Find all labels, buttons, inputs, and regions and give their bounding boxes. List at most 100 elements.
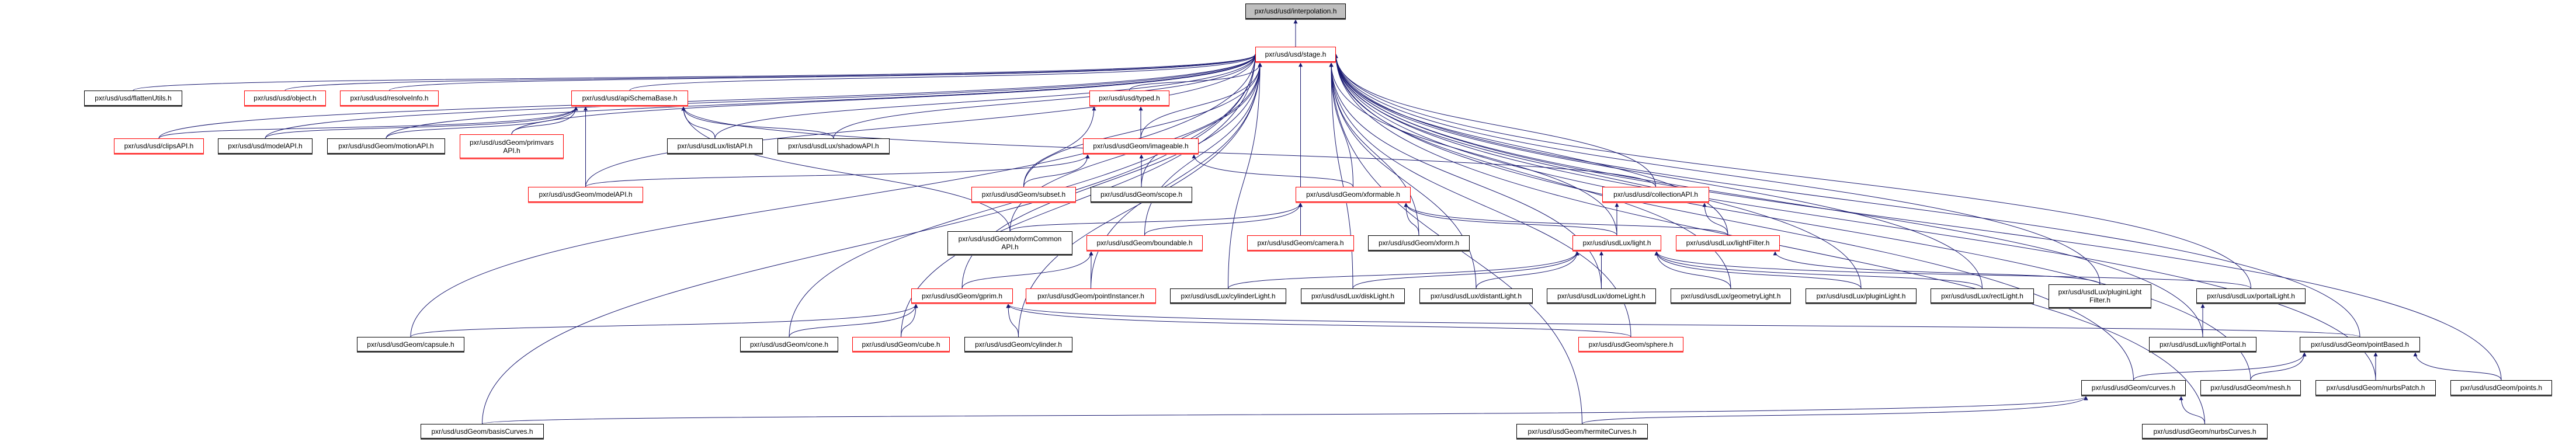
edge-subset-to-stage [1023, 62, 1262, 187]
node-hermite-curves[interactable]: pxr/usd/usdGeom/hermiteCurves.h [1516, 424, 1648, 438]
node-subset[interactable]: pxr/usd/usdGeom/subset.h [971, 187, 1076, 202]
edge-diskLight-to-light [1352, 251, 1579, 289]
edge-lightFilter-to-xformable [1404, 203, 1728, 236]
node-label: pxr/usd/usdLux/pluginLight Filter.h [2058, 288, 2142, 304]
edge-flattenUtils-to-stage [133, 54, 1258, 91]
node-cylinder-light[interactable]: pxr/usd/usdLux/cylinderLight.h [1170, 288, 1286, 303]
node-disk-light[interactable]: pxr/usd/usdLux/diskLight.h [1301, 288, 1405, 303]
node-geometry-light[interactable]: pxr/usd/usdLux/geometryLight.h [1671, 288, 1791, 303]
node-primvars-a-p-i[interactable]: pxr/usd/usdGeom/primvars API.h [460, 134, 564, 158]
edge-capsule-to-stage [410, 54, 1258, 337]
node-points[interactable]: pxr/usd/usdGeom/points.h [2450, 380, 2552, 395]
node-geom-model-a-p-i[interactable]: pxr/usd/usdGeom/modelAPI.h [528, 187, 643, 202]
node-label: pxr/usd/usd/stage.h [1265, 50, 1327, 58]
node-usd-model-a-p-i[interactable]: pxr/usd/usd/modelAPI.h [218, 138, 313, 154]
node-boundable[interactable]: pxr/usd/usdGeom/boundable.h [1086, 235, 1203, 250]
node-camera[interactable]: pxr/usd/usdGeom/camera.h [1247, 235, 1354, 250]
edge-imageable-to-stage [1140, 62, 1262, 139]
node-stage[interactable]: pxr/usd/usd/stage.h [1255, 47, 1336, 62]
node-light-filter[interactable]: pxr/usd/usdLux/lightFilter.h [1676, 235, 1780, 250]
node-basis-curves[interactable]: pxr/usd/usdGeom/basisCurves.h [421, 424, 544, 438]
node-label: pxr/usd/usdGeom/sphere.h [1588, 340, 1674, 349]
node-clips-a-p-i[interactable]: pxr/usd/usd/clipsAPI.h [114, 138, 204, 154]
node-plugin-light-filter[interactable]: pxr/usd/usdLux/pluginLight Filter.h [2049, 284, 2151, 308]
edge-basisCurves-to-stage [482, 54, 1258, 424]
node-sphere[interactable]: pxr/usd/usdGeom/sphere.h [1578, 337, 1683, 351]
edge-clipsAPI-to-stage [158, 54, 1258, 139]
node-flatten-utils[interactable]: pxr/usd/usd/flattenUtils.h [84, 91, 182, 106]
node-gprim[interactable]: pxr/usd/usdGeom/gprim.h [911, 288, 1013, 303]
node-xform[interactable]: pxr/usd/usdGeom/xform.h [1368, 235, 1470, 250]
node-motion-a-p-i[interactable]: pxr/usd/usdGeom/motionAPI.h [327, 138, 445, 154]
node-label: pxr/usd/usdLux/diskLight.h [1311, 291, 1395, 300]
edge-object-to-stage [284, 54, 1258, 91]
edge-boundable-to-stage [1144, 62, 1262, 236]
node-portal-light[interactable]: pxr/usd/usdLux/portalLight.h [2196, 288, 2306, 303]
edge-resolveInfo-to-stage [389, 54, 1258, 91]
edge-collectionAPI-to-stage [1334, 54, 1656, 187]
edge-lightFilter-to-collectionAPI [1702, 203, 1728, 236]
node-resolve-info[interactable]: pxr/usd/usd/resolveInfo.h [340, 91, 439, 106]
node-dome-light[interactable]: pxr/usd/usdLux/domeLight.h [1547, 288, 1656, 303]
node-label: pxr/usd/usdLux/portalLight.h [2207, 291, 2295, 300]
edge-pluginLightFilter-to-lightFilter [1773, 251, 2101, 285]
node-typed[interactable]: pxr/usd/usd/typed.h [1089, 91, 1169, 106]
node-label: pxr/usd/usd/flattenUtils.h [95, 94, 172, 102]
edge-motionAPI-to-stage [386, 54, 1258, 139]
node-label: pxr/usd/usd/apiSchemaBase.h [582, 94, 678, 102]
node-label: pxr/usd/usdGeom/pointInstancer.h [1037, 291, 1144, 300]
node-imageable[interactable]: pxr/usd/usdGeom/imageable.h [1083, 138, 1199, 154]
node-label: pxr/usd/usd/resolveInfo.h [350, 94, 429, 102]
edge-geomModelAPI-to-imageable [585, 154, 1090, 187]
node-light-portal[interactable]: pxr/usd/usdLux/lightPortal.h [2149, 337, 2256, 351]
node-point-instancer[interactable]: pxr/usd/usdGeom/pointInstancer.h [1026, 288, 1156, 303]
node-cylinder[interactable]: pxr/usd/usdGeom/cylinder.h [964, 337, 1072, 351]
node-curves[interactable]: pxr/usd/usdGeom/curves.h [2081, 380, 2186, 395]
edge-geomModelAPI-to-stage [585, 54, 1258, 187]
node-label: pxr/usd/usdGeom/boundable.h [1096, 239, 1193, 247]
node-nurbs-patch[interactable]: pxr/usd/usdGeom/nurbsPatch.h [2315, 380, 2436, 395]
node-point-based[interactable]: pxr/usd/usdGeom/pointBased.h [2300, 337, 2420, 351]
edge-basisCurves-to-curves [482, 396, 2088, 424]
node-plugin-light[interactable]: pxr/usd/usdLux/pluginLight.h [1806, 288, 1917, 303]
node-label: pxr/usd/usdGeom/xform.h [1378, 239, 1460, 247]
edge-subset-to-imageable [1023, 154, 1090, 187]
node-cone[interactable]: pxr/usd/usdGeom/cone.h [740, 337, 838, 351]
node-scope[interactable]: pxr/usd/usdGeom/scope.h [1091, 187, 1192, 202]
node-label: pxr/usd/usd/typed.h [1099, 94, 1160, 102]
edge-apiSchemaBase-to-stage [629, 54, 1258, 91]
node-xformable[interactable]: pxr/usd/usdGeom/xformable.h [1296, 187, 1411, 202]
node-distant-light[interactable]: pxr/usd/usdLux/distantLight.h [1419, 288, 1533, 303]
node-api-schema-base[interactable]: pxr/usd/usd/apiSchemaBase.h [571, 91, 688, 106]
edge-geometryLight-to-stage [1334, 54, 1731, 289]
node-label: pxr/usd/usdLux/domeLight.h [1557, 291, 1645, 300]
edge-shadowAPI-to-apiSchemaBase [681, 106, 834, 139]
node-cube[interactable]: pxr/usd/usdGeom/cube.h [852, 337, 950, 351]
edge-sphere-to-gprim [1006, 304, 1631, 337]
edge-cube-to-gprim [901, 304, 918, 337]
node-shadow-a-p-i[interactable]: pxr/usd/usdLux/shadowAPI.h [777, 138, 890, 154]
edge-distantLight-to-light [1476, 251, 1579, 289]
edge-pointBased-to-gprim [1006, 304, 2360, 337]
edge-mesh-to-pointBased [2250, 352, 2307, 381]
node-object[interactable]: pxr/usd/usd/object.h [244, 91, 326, 106]
node-list-a-p-i[interactable]: pxr/usd/usdLux/listAPI.h [667, 138, 763, 154]
node-capsule[interactable]: pxr/usd/usdGeom/capsule.h [357, 337, 464, 351]
edge-subset-to-typed [1023, 106, 1096, 187]
node-mesh[interactable]: pxr/usd/usdGeom/mesh.h [2200, 380, 2301, 395]
node-xform-common-a-p-i[interactable]: pxr/usd/usdGeom/xformCommon API.h [947, 231, 1072, 255]
node-label: pxr/usd/usdGeom/mesh.h [2210, 384, 2291, 392]
node-rect-light[interactable]: pxr/usd/usdLux/rectLight.h [1931, 288, 2034, 303]
node-light[interactable]: pxr/usd/usdLux/light.h [1572, 235, 1661, 250]
node-nurbs-curves[interactable]: pxr/usd/usdGeom/nurbsCurves.h [2142, 424, 2268, 438]
node-label: pxr/usd/usdLux/lightFilter.h [1686, 239, 1770, 247]
node-collection-a-p-i[interactable]: pxr/usd/usd/collectionAPI.h [1602, 187, 1709, 202]
edge-primvarsAPI-to-stage [511, 54, 1258, 135]
edge-cylinderLight-to-light [1228, 251, 1579, 289]
edge-light-to-stage [1329, 62, 1617, 236]
node-label: pxr/usd/usdGeom/subset.h [981, 190, 1066, 199]
edge-points-to-pointBased [2413, 352, 2502, 381]
edge-xformable-to-stage [1329, 62, 1353, 187]
node-label: pxr/usd/usdGeom/imageable.h [1093, 142, 1189, 150]
